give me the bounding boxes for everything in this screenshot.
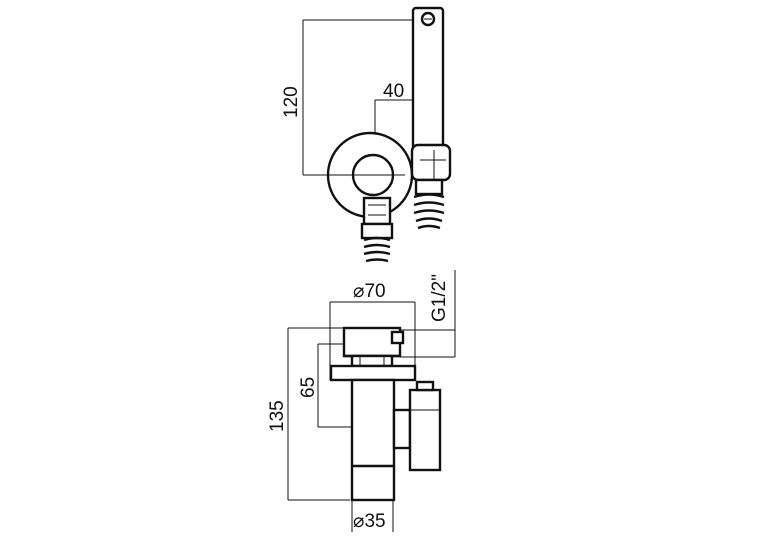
- top-view: 120 40: [281, 6, 452, 263]
- valve-head: [329, 326, 417, 382]
- dimension-135: 135: [267, 327, 350, 501]
- bottom-view: ⌀70 G1/2" 65 135 ⌀35: [267, 270, 456, 532]
- dim-120-label: 120: [281, 86, 302, 118]
- handshower: [410, 6, 452, 230]
- valve-body: [350, 378, 396, 502]
- dimension-diameter-35: ⌀35: [351, 500, 394, 532]
- dim-65-label: 65: [298, 377, 319, 398]
- side-outlet: [392, 380, 442, 472]
- dim-diameter-35-label: ⌀35: [353, 511, 386, 532]
- dimension-thread: G1/2": [400, 270, 456, 358]
- dim-40-label: 40: [383, 81, 404, 102]
- hose-fitting-left: [360, 196, 394, 263]
- dim-135-label: 135: [267, 400, 288, 432]
- dimension-120: 120: [281, 19, 420, 176]
- thread-label: G1/2": [429, 274, 450, 322]
- dim-diameter-70-label: ⌀70: [353, 281, 386, 302]
